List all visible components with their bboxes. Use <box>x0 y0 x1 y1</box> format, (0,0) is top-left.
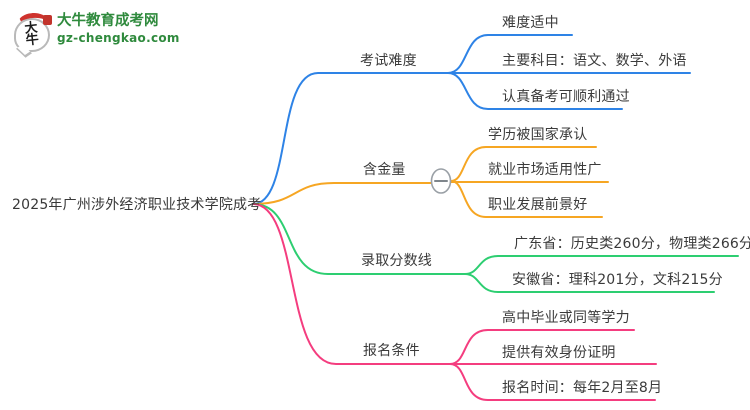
logo-site-url: gz-chengkao.com <box>57 31 180 45</box>
logo-text: 大牛教育成考网 gz-chengkao.com <box>57 12 180 46</box>
branch-label-exam-difficulty[interactable]: 考试难度 <box>360 53 417 69</box>
logo: 大牛 大牛教育成考网 gz-chengkao.com <box>14 11 180 58</box>
leaf-node[interactable]: 安徽省：理科201分，文科215分 <box>512 272 723 288</box>
logo-mark-text: 大牛 <box>24 20 40 49</box>
logo-seal-shape <box>43 15 52 25</box>
logo-bubble-icon: 大牛 <box>14 11 52 58</box>
branch-connector-requirements <box>252 203 657 401</box>
leaf-node[interactable]: 高中毕业或同等学力 <box>502 310 630 326</box>
leaf-node[interactable]: 就业市场适用性广 <box>488 162 602 178</box>
branch-label-value[interactable]: 含金量 <box>363 162 406 178</box>
branch-connector-exam-difficulty <box>252 34 691 205</box>
branch-label-requirements[interactable]: 报名条件 <box>363 343 420 359</box>
leaf-node[interactable]: 学历被国家承认 <box>488 127 588 143</box>
leaf-node[interactable]: 职业发展前景好 <box>488 197 588 213</box>
leaf-node[interactable]: 难度适中 <box>502 15 559 31</box>
leaf-node[interactable]: 提供有效身份证明 <box>502 345 616 361</box>
root-node[interactable]: 2025年广州涉外经济职业技术学院成考 <box>12 197 262 213</box>
collapse-button[interactable] <box>430 168 452 194</box>
leaf-node[interactable]: 认真备考可顺利通过 <box>502 89 630 105</box>
logo-site-name: 大牛教育成考网 <box>57 13 159 29</box>
leaf-node[interactable]: 报名时间：每年2月至8月 <box>502 380 663 396</box>
leaf-node[interactable]: 广东省：历史类260分，物理类266分 <box>514 236 750 252</box>
branch-label-admission-scores[interactable]: 录取分数线 <box>361 253 432 269</box>
leaf-node[interactable]: 主要科目：语文、数学、外语 <box>502 53 687 69</box>
branch-connector-admission-scores <box>252 203 739 293</box>
branch-connector-value <box>252 146 609 218</box>
